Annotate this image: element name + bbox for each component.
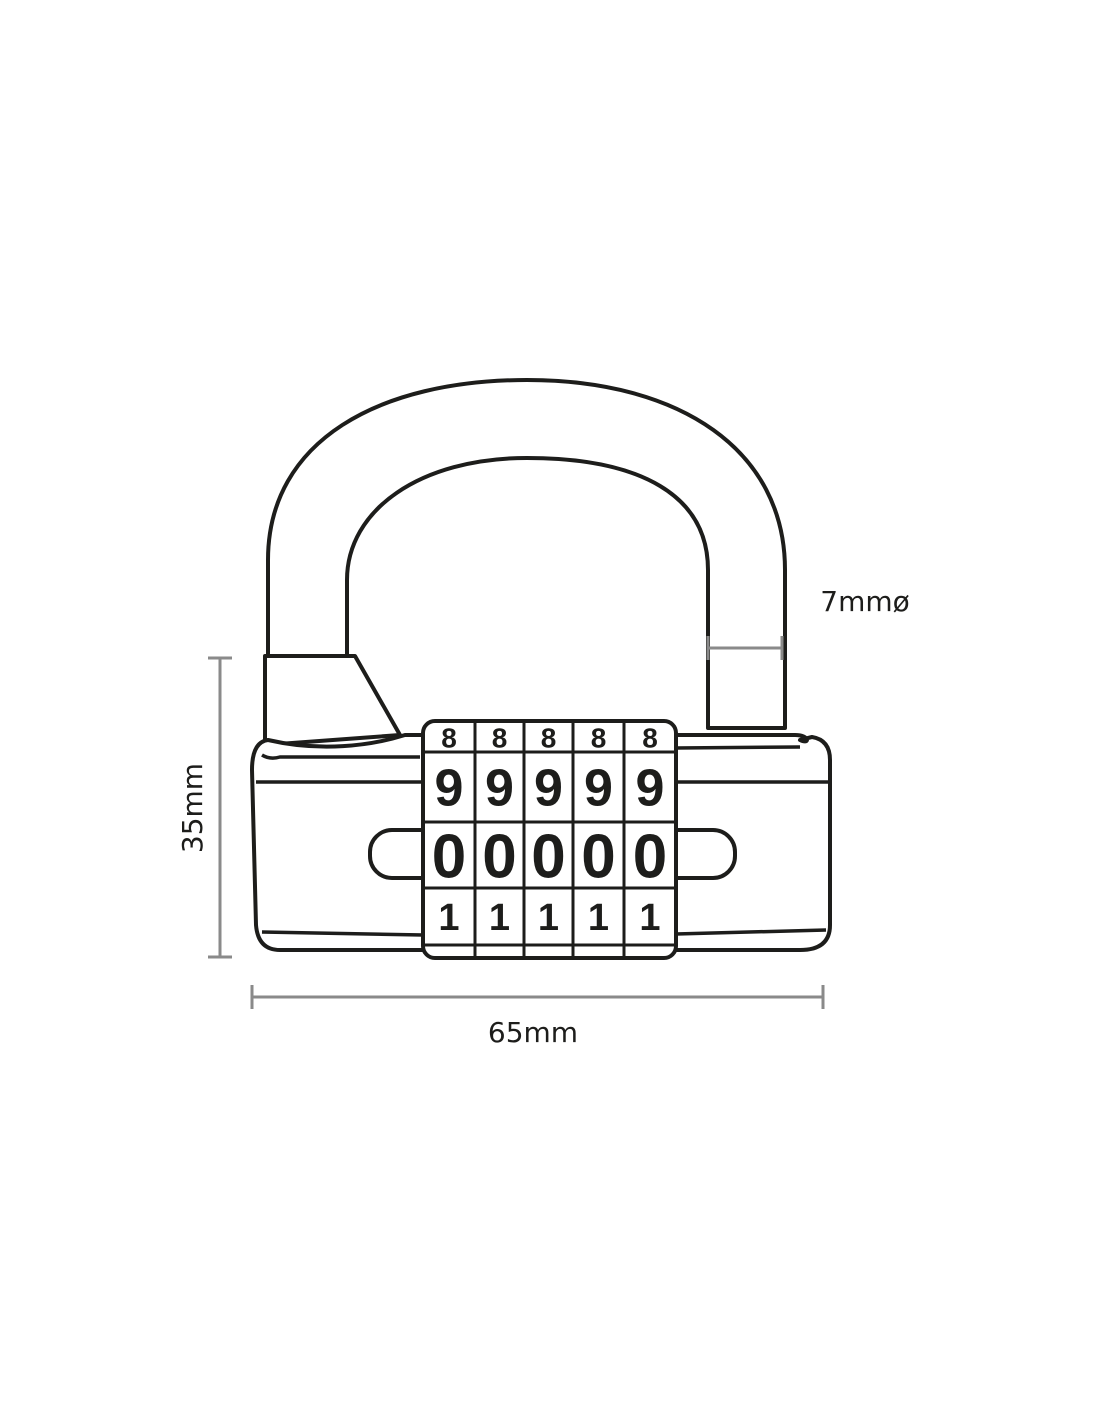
- dial-digit[interactable]: 0: [633, 822, 667, 891]
- dial-digit[interactable]: 0: [531, 822, 565, 891]
- dial-digit[interactable]: 9: [636, 760, 665, 818]
- dial-digit[interactable]: 9: [485, 760, 514, 818]
- dial-digit[interactable]: 1: [489, 897, 510, 939]
- dial-digit[interactable]: 8: [441, 723, 457, 754]
- dial-digit[interactable]: 9: [534, 760, 563, 818]
- shackle-collar: [263, 654, 402, 747]
- dial-digit[interactable]: 0: [432, 822, 466, 891]
- shackle: [266, 378, 787, 730]
- dial-frame: [421, 719, 678, 960]
- body-line-bottom: [261, 928, 827, 937]
- dial-digit[interactable]: 9: [435, 760, 464, 818]
- dial-digit[interactable]: 9: [584, 760, 613, 818]
- dial-digit[interactable]: 8: [591, 723, 607, 754]
- dial-digit[interactable]: 8: [642, 723, 658, 754]
- width-label: 65mm: [488, 1016, 578, 1049]
- height-dimension: 35mm: [176, 656, 232, 959]
- width-dimension: 65mm: [250, 985, 825, 1049]
- shackle-diameter-label: 7mmø: [820, 585, 910, 618]
- dial-digit[interactable]: 0: [581, 822, 615, 891]
- dial-digit[interactable]: 1: [538, 897, 559, 939]
- body-line-top: [261, 745, 801, 760]
- dial-digit[interactable]: 1: [588, 897, 609, 939]
- shackle-diameter-dimension: 7mmø: [706, 585, 910, 660]
- dial-digit[interactable]: 8: [541, 723, 557, 754]
- height-label: 35mm: [176, 763, 209, 853]
- dial-digit[interactable]: 1: [438, 897, 459, 939]
- dial-digit[interactable]: 0: [482, 822, 516, 891]
- dial-digit[interactable]: 8: [492, 723, 508, 754]
- dial-digit[interactable]: 1: [639, 897, 660, 939]
